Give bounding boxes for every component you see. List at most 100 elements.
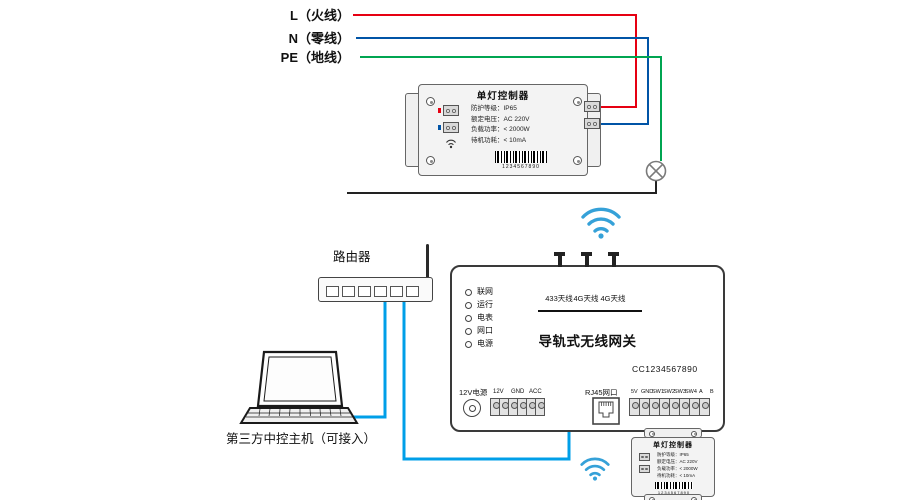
- laptop: [239, 350, 359, 424]
- terminal-label: ACC: [529, 389, 542, 395]
- router: [318, 277, 433, 302]
- screw: [691, 496, 697, 500]
- mini-spec-line: 防护等级：IP65: [657, 452, 689, 457]
- rj45-label: RJ45网口: [585, 388, 618, 397]
- router-port: [358, 286, 371, 297]
- barcode-number: 1234567890: [502, 164, 540, 170]
- antenna-connector: [581, 252, 592, 267]
- terminal-label: A: [699, 389, 703, 395]
- antenna-connector: [554, 252, 565, 267]
- mini-spec-line: 待机功耗：< 10mA: [657, 473, 696, 478]
- mini-terminal: [639, 453, 650, 461]
- terminal-label: 5V: [631, 389, 638, 395]
- controller-specs: 防护等级：IP65 额定电压：AC 220V 负载功率：< 2000W 待机功耗…: [471, 104, 530, 146]
- terminal-pin: [593, 121, 597, 126]
- controller-spec-line: 防护等级：IP65: [471, 105, 517, 112]
- antenna-label-433: 433天线: [545, 294, 573, 303]
- terminal-pin: [587, 104, 591, 109]
- terminal-label: SW4: [685, 389, 697, 395]
- earth-wire: [360, 56, 662, 161]
- terminal-pin: [645, 467, 648, 471]
- wifi-icon: [581, 207, 621, 239]
- mini-controller-title: 单灯控制器: [653, 442, 693, 449]
- screw: [649, 430, 655, 437]
- mini-spec-line: 负载功率：< 2000W: [657, 466, 698, 471]
- neutral-wire-label: N（零线）: [288, 31, 350, 46]
- screw: [649, 496, 655, 500]
- router-port: [390, 286, 403, 297]
- lamp-controller: 单灯控制器 防护等级：IP65 额定电压：AC 220V 负载功率：< 2000…: [418, 84, 588, 176]
- antenna-underline: [538, 310, 642, 312]
- barcode: [495, 151, 547, 163]
- mini-terminal: [639, 465, 650, 473]
- rj45-jack: [592, 397, 620, 425]
- controller-spec-line: 额定电压：AC 220V: [471, 115, 530, 123]
- led-label: 运行: [477, 300, 493, 309]
- network-led: [465, 289, 472, 296]
- mini-lamp-controller: 单灯控制器 防护等级：IP65 额定电压：AC 220V 负载功率：< 2000…: [631, 437, 715, 497]
- output-terminal-neutral: [584, 118, 600, 129]
- wifi-icon: [580, 457, 610, 481]
- terminal: [699, 398, 710, 416]
- router-port: [374, 286, 387, 297]
- left-terminal-block: [490, 398, 545, 416]
- power-jack: [463, 399, 481, 417]
- mini-spec-line: 额定电压：AC 220V: [657, 459, 698, 464]
- laptop-keyboard: [239, 407, 359, 424]
- gateway-title: 导轨式无线网关: [538, 334, 637, 349]
- router-antenna: [426, 244, 429, 279]
- laptop-label: 第三方中控主机（可接入）: [226, 432, 377, 446]
- led-label: 联网: [477, 287, 493, 296]
- output-terminal-live: [584, 101, 600, 112]
- gateway: 联网 运行 电表 网口 电源 433天线 4G天线 4G天线 导轨式无线网关 C…: [450, 252, 725, 432]
- right-terminal-block: [629, 398, 710, 416]
- ethernet-cable-router-gateway: [402, 302, 571, 461]
- terminal-label: GND: [641, 389, 654, 395]
- terminal-pin: [452, 108, 456, 113]
- barcode-number: 1234567890: [657, 490, 691, 495]
- ethernet-cable-router-laptop: [352, 302, 387, 419]
- terminal-label: SW1: [652, 389, 664, 395]
- terminal-pin: [641, 455, 644, 459]
- terminal-pin: [593, 104, 597, 109]
- terminal-label: SW2: [663, 389, 675, 395]
- controller-spec-line: 负载功率：< 2000W: [471, 126, 530, 134]
- earth-wire-label: PE（地线）: [280, 50, 350, 65]
- router-port: [406, 286, 419, 297]
- terminal-label: SW3: [674, 389, 686, 395]
- terminal-pin: [587, 121, 591, 126]
- router-port: [342, 286, 355, 297]
- antenna-connector: [608, 252, 619, 267]
- gateway-serial: CC1234567890: [632, 364, 698, 374]
- terminal-label: 12V: [493, 389, 504, 395]
- input-terminal: [443, 122, 459, 133]
- barcode: [655, 482, 693, 489]
- ethernet-led: [465, 328, 472, 335]
- neutral-mark: [438, 125, 441, 130]
- live-mark: [438, 108, 441, 113]
- router-port: [326, 286, 339, 297]
- power-led: [465, 341, 472, 348]
- controller-title: 单灯控制器: [476, 91, 530, 102]
- router-label: 路由器: [333, 250, 371, 264]
- neutral-wire: [356, 37, 649, 125]
- input-terminal: [443, 105, 459, 116]
- terminal: [535, 398, 545, 416]
- led-label: 电源: [477, 339, 493, 348]
- antenna-icon: [446, 139, 456, 149]
- controller-spec-line: 待机功耗：< 10mA: [471, 136, 527, 144]
- terminal-label: B: [710, 389, 714, 395]
- screw: [691, 430, 697, 437]
- antenna-label-4g: 4G天线: [573, 294, 599, 303]
- mini-controller-mount-ear-bottom: [644, 494, 702, 500]
- router-ports: [326, 284, 422, 302]
- terminal-pin: [641, 467, 644, 471]
- antenna-label-4g: 4G天线: [600, 294, 626, 303]
- screw: [573, 156, 582, 165]
- terminal-pin: [645, 455, 648, 459]
- led-label: 网口: [477, 326, 493, 335]
- screw: [573, 97, 582, 106]
- terminal-label: GND: [511, 389, 525, 395]
